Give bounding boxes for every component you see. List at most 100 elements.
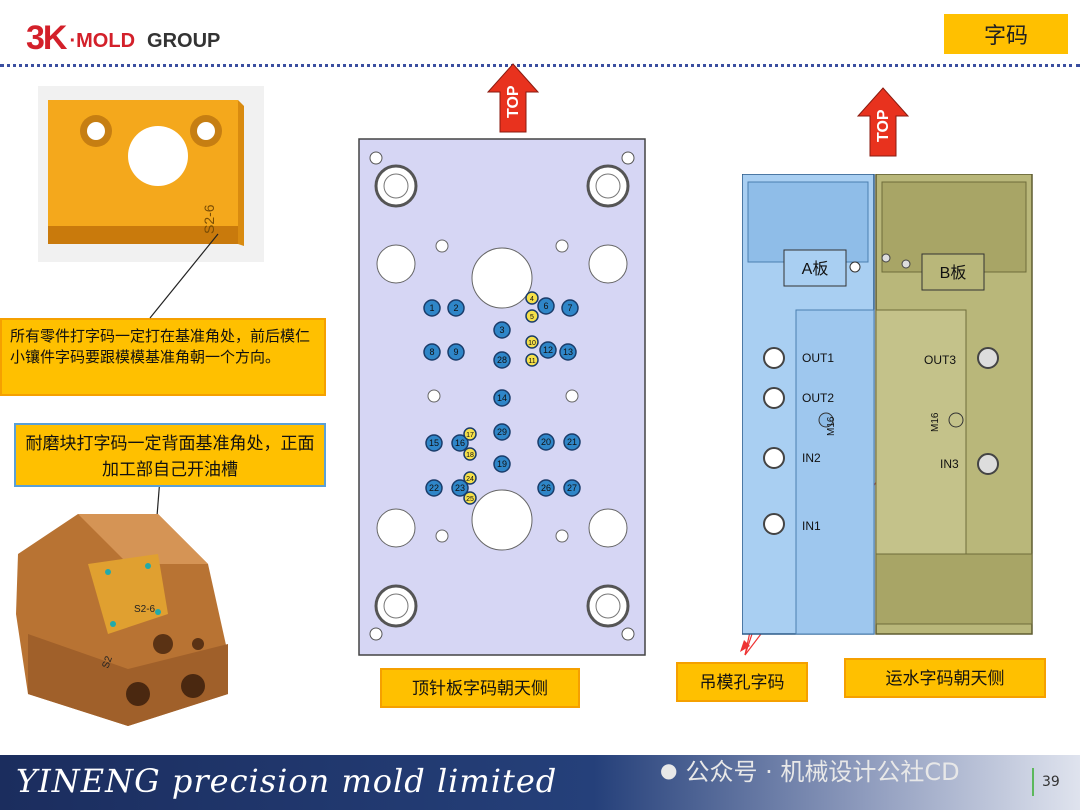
ejector-pin-number: 3: [499, 325, 504, 335]
ejector-pin-number: 27: [567, 483, 577, 493]
port-out1: OUT1: [802, 351, 834, 365]
footer-bar: [0, 755, 1080, 810]
wear-block-callout: 耐磨块打字码一定背面基准角处，正面加工部自己开油槽: [14, 423, 326, 487]
ejector-pin-number: 25: [466, 496, 474, 503]
thread-b-label: M16: [930, 412, 941, 432]
page-title: 字码: [944, 14, 1068, 54]
top-arrow-label: TOP: [875, 109, 892, 142]
watermark-text: 公众号 · 机械设计公社CD: [685, 758, 960, 786]
ejector-pin-9: [447, 343, 465, 361]
ejector-pin-number: 11: [528, 358, 535, 365]
ejector-pin-1: [423, 299, 441, 317]
ejector-pin-23: [451, 479, 469, 497]
ejector-pin-20: [537, 433, 555, 451]
ejector-pin-15: [425, 434, 443, 452]
ejector-pin-26: [537, 479, 555, 497]
ejector-pin-number: 24: [466, 476, 474, 483]
ejector-pin-number: 12: [543, 345, 553, 355]
lifting-hole-label: 吊模孔字码: [676, 662, 808, 702]
ejector-pin-3: [493, 321, 511, 339]
ejector-pin-number: 28: [497, 355, 507, 365]
corner-note-callout: 所有零件打字码一定打在基准角处，前后模仁小镶件字码要跟模模基准角朝一个方向。: [0, 318, 326, 396]
ejector-pin-14: [493, 389, 511, 407]
ejector-pin-18: [463, 447, 477, 461]
lifting-hole-label-text: 吊模孔字码: [699, 673, 785, 693]
top-arrow-ejector: TOP: [486, 63, 540, 133]
block-code-label: S2-6: [201, 204, 217, 234]
ejector-pin-24: [463, 471, 477, 485]
footer-company: YINENG precision mold limited: [16, 762, 558, 800]
ejector-pin-number: 17: [466, 432, 474, 439]
thread-a-label: M16: [826, 416, 837, 436]
ejector-pin-number: 22: [429, 483, 439, 493]
ejector-pin-number: 19: [497, 459, 507, 469]
ejector-pin-number: 15: [429, 438, 439, 448]
port-out2: OUT2: [802, 391, 834, 405]
mold-block-image: S2-6: [38, 86, 264, 262]
ejector-pin-25: [463, 491, 477, 505]
ejector-pin-number: 10: [528, 340, 536, 347]
ejector-pin-5: [525, 309, 539, 323]
a-plate-label: A板: [802, 260, 829, 278]
ejector-pin-22: [425, 479, 443, 497]
ejector-pin-number: 5: [530, 314, 534, 321]
ejector-pin-number: 16: [455, 438, 465, 448]
ejector-pin-number: 2: [453, 303, 458, 313]
page-number: 39: [1042, 774, 1060, 790]
wechat-icon: ●: [660, 757, 678, 782]
ejector-pin-2: [447, 299, 465, 317]
ejector-pin-6: [537, 297, 555, 315]
ejector-pin-8: [423, 343, 441, 361]
ejector-plate-label: 顶针板字码朝天侧: [380, 668, 580, 708]
page-number-bar: [1032, 768, 1034, 796]
ejector-pin-number: 18: [466, 452, 474, 459]
port-in3: IN3: [940, 457, 959, 471]
header-divider: [0, 64, 1080, 67]
top-arrow-label: TOP: [505, 85, 522, 118]
corner-note-text: 所有零件打字码一定打在基准角处，前后模仁小镶件字码要跟模模基准角朝一个方向。: [10, 327, 311, 366]
ejector-pin-number: 20: [541, 437, 551, 447]
port-out3: OUT3: [924, 353, 956, 367]
logo-mark: 3K: [26, 18, 67, 57]
water-code-label: 运水字码朝天侧: [844, 658, 1046, 698]
ejector-pin-10: [525, 335, 539, 349]
ejector-pin-16: [451, 434, 469, 452]
ejector-pin-number: 9: [453, 347, 458, 357]
ejector-pin-28: [493, 351, 511, 369]
port-in2: IN2: [802, 451, 821, 465]
ejector-pin-12: [539, 341, 557, 359]
logo-group: GROUP: [147, 29, 221, 52]
ejector-pin-7: [561, 299, 579, 317]
water-code-label-text: 运水字码朝天侧: [885, 669, 1005, 689]
ejector-pin-11: [525, 353, 539, 367]
ejector-pin-number: 14: [497, 393, 507, 403]
ejector-pin-number: 7: [567, 303, 572, 313]
ejector-pin-number: 26: [541, 483, 551, 493]
company-logo: 3K ·MOLD GROUP: [26, 18, 221, 57]
top-arrow-plates: TOP: [856, 87, 910, 157]
ejector-pin-29: [493, 423, 511, 441]
port-in1: IN1: [802, 519, 821, 533]
ejector-pin-17: [463, 427, 477, 441]
wear-block-text: 耐磨块打字码一定背面基准角处，正面加工部自己开油槽: [25, 434, 315, 480]
ejector-pin-number: 1: [429, 303, 434, 313]
ejector-pin-4: [525, 291, 539, 305]
logo-mold: ·MOLD: [69, 29, 136, 52]
ejector-pin-number: 6: [543, 301, 548, 311]
ejector-pin-number: 13: [563, 347, 573, 357]
ejector-pin-19: [493, 455, 511, 473]
ejector-pin-number: 4: [530, 296, 534, 303]
wear-code-label: S2-6: [134, 604, 156, 615]
ejector-pin-21: [563, 433, 581, 451]
ejector-pin-number: 23: [455, 483, 465, 493]
ejector-pin-27: [563, 479, 581, 497]
wear-side-code-label: S2: [100, 654, 115, 670]
ejector-pin-number: 21: [567, 437, 577, 447]
ejector-pin-number: 8: [429, 347, 434, 357]
ejector-plate-label-text: 顶针板字码朝天侧: [412, 679, 548, 699]
ejector-pin-13: [559, 343, 577, 361]
ejector-pin-number: 29: [497, 427, 507, 437]
watermark: ● 公众号 · 机械设计公社CD: [660, 752, 960, 787]
ab-plates-drawing: A板 B板 OUT1 OUT2 IN2 IN1 OUT3 IN3 M16 M16: [742, 174, 1033, 635]
